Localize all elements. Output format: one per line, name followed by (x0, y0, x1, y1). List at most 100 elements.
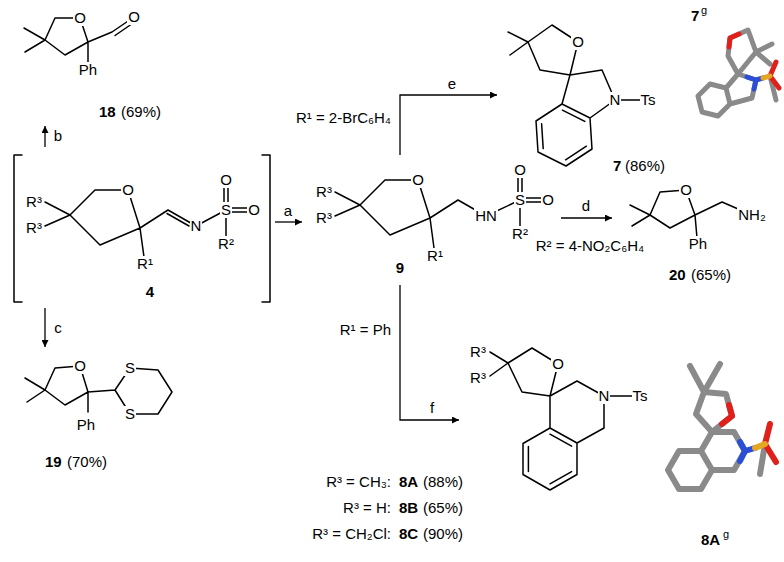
atom-label: S (124, 360, 136, 377)
compound-structure: O N Ts 7(86%) (500, 3, 670, 178)
atom-label: R³ (25, 220, 43, 237)
atom-label: Ph (688, 236, 708, 253)
atom-label: O (411, 172, 425, 189)
atom-label: N (190, 218, 203, 235)
reaction-arrow (275, 221, 302, 222)
nitrogen-stick (740, 442, 755, 461)
superscript-note: g (700, 4, 708, 16)
compound-structure: R³ R³ O N Ts (462, 340, 652, 495)
atom-label: O (73, 10, 87, 27)
step-letter: d (581, 198, 591, 215)
bond-lines (508, 25, 648, 166)
atom-label: R¹ (136, 256, 154, 273)
sulfur-stick (763, 76, 770, 78)
yield-label: (69%) (120, 104, 162, 121)
atom-label: O (541, 192, 555, 209)
atom-label: R³ (315, 184, 333, 201)
atom-label: R³ (315, 210, 333, 227)
atom-label: N (609, 92, 622, 109)
atom-label: O (513, 162, 527, 179)
bond-lines (14, 17, 752, 490)
oxygen-stick (729, 34, 779, 88)
compound-number: 8B (398, 500, 419, 517)
compound-number: 19 (44, 454, 63, 471)
atom-label: R² (217, 236, 235, 253)
superscript-note: g (722, 528, 730, 540)
compound-structure: R³R³OR¹HNSOOR²9 (305, 158, 558, 282)
condition-label: R² = 4-NO₂C₆H₄ (535, 238, 645, 255)
atom-label: R³ (469, 344, 487, 361)
substituent-label: R³ = CH₃: (325, 474, 392, 491)
atom-label: O (121, 182, 135, 199)
compound-structure: O Ph S S 19(70%) (12, 350, 187, 475)
oxygen-stick (722, 405, 776, 462)
yield-label: (70%) (66, 454, 108, 471)
compound-number: 8A (700, 532, 721, 549)
step-letter: a (283, 203, 293, 220)
atom-label: NH₂ (737, 207, 767, 224)
compound-number: 18 (98, 104, 117, 121)
atom-label: S (220, 202, 232, 219)
step-letter: f (429, 400, 435, 417)
atom-label: Ts (632, 388, 649, 405)
atom-label: R¹ (426, 248, 444, 265)
bond-lines (45, 180, 254, 257)
atom-label: S (124, 406, 136, 423)
reaction-arrow (44, 126, 45, 147)
atom-label: Ph (78, 62, 98, 79)
atom-label: Ts (640, 92, 657, 109)
compound-number: 7 (690, 8, 700, 25)
compound-structure: O Ph NH₂ 20(65%) (615, 180, 780, 286)
yield-label: (65%) (422, 500, 464, 517)
step-letter: e (447, 76, 457, 93)
reaction-arrow (400, 95, 497, 155)
step-letter: b (53, 128, 63, 145)
atom-label: Ph (76, 417, 96, 434)
atom-label: R² (511, 226, 529, 243)
compound-number: 7 (612, 158, 622, 175)
atom-label: O (679, 182, 693, 199)
atom-label: R³ (25, 194, 43, 211)
sulfur-stick (755, 444, 765, 448)
compound-number: 20 (668, 267, 687, 284)
substituent-label: R³ = CH₂Cl: (311, 526, 392, 543)
atom-label: O (219, 172, 233, 189)
compound-number: 9 (395, 260, 405, 277)
reaction-arrow (561, 217, 612, 218)
atom-label: O (551, 356, 565, 373)
compound-number: 8C (398, 526, 419, 543)
atom-label: O (73, 358, 87, 375)
bond-lines (335, 170, 548, 248)
crystal-structure (698, 30, 779, 116)
atom-label: S (514, 192, 526, 209)
condition-label: R¹ = Ph (339, 322, 392, 339)
step-letter: c (53, 320, 63, 337)
reaction-arrow (400, 285, 459, 420)
reaction-arrow (44, 308, 45, 347)
bond-lines (25, 366, 172, 414)
yield-label: (86%) (624, 158, 666, 175)
bond-lines (490, 348, 640, 490)
substituent-label: R³ = H: (342, 500, 392, 517)
atom-label: N (598, 388, 611, 405)
bracket (14, 155, 270, 302)
yield-label: (88%) (422, 474, 464, 491)
compound-number: 4 (145, 284, 155, 301)
nitrogen-stick (747, 77, 763, 89)
yield-label: (65%) (690, 267, 732, 284)
compound-structure: O Ph O 18(69%) (12, 3, 164, 123)
condition-label: R¹ = 2-BrC₆H₄ (295, 110, 392, 127)
compound-number: 8A (398, 474, 419, 491)
crystal-structure (668, 364, 776, 489)
atom-label: O (127, 9, 141, 26)
atom-label: R³ (469, 370, 487, 387)
stick-model (698, 30, 776, 116)
yield-label: (90%) (422, 526, 464, 543)
atom-label: O (571, 34, 585, 51)
compound-structure: R³R³OR¹NSOOR²4 (12, 150, 272, 305)
atom-label: HN (474, 208, 498, 225)
atom-label: O (247, 202, 261, 219)
stick-model (668, 364, 765, 489)
